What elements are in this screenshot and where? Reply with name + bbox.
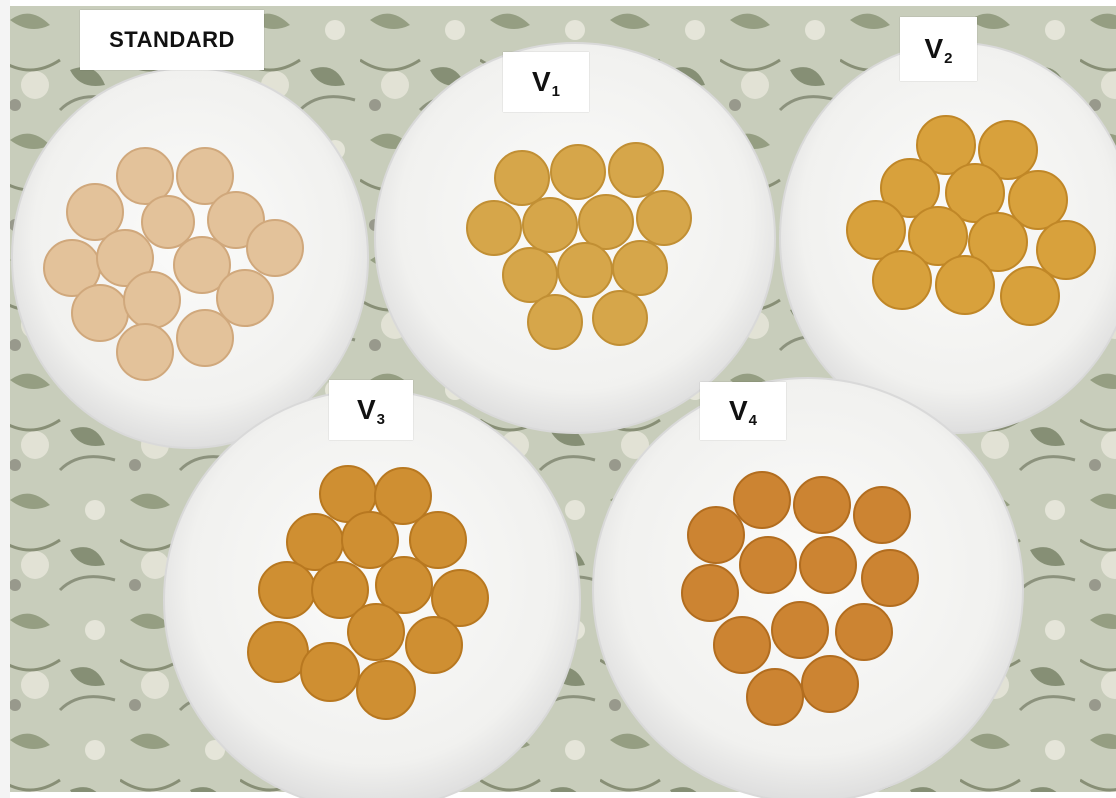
label-v1-subscript: 1 [551, 82, 561, 100]
label-v3-subscript: 3 [376, 410, 386, 428]
cookies-v3 [247, 465, 489, 720]
label-v2-base: V [924, 33, 944, 64]
cookies-v2 [846, 115, 1096, 326]
label-v3-base: V [356, 394, 376, 425]
label-v1-base: V [531, 66, 551, 97]
label-standard: STANDARD [80, 10, 264, 70]
label-v4-base: V [728, 395, 748, 426]
label-v2-subscript: 2 [944, 49, 953, 67]
plate-v4 [592, 377, 1024, 798]
label-standard-text: STANDARD [109, 27, 235, 52]
plate-v1 [374, 42, 776, 434]
label-v4-subscript: 4 [748, 411, 758, 429]
cookies-v1 [466, 142, 692, 350]
cookies-standard [43, 147, 304, 381]
cookies-v4 [681, 471, 919, 726]
plate-v3 [163, 389, 581, 798]
